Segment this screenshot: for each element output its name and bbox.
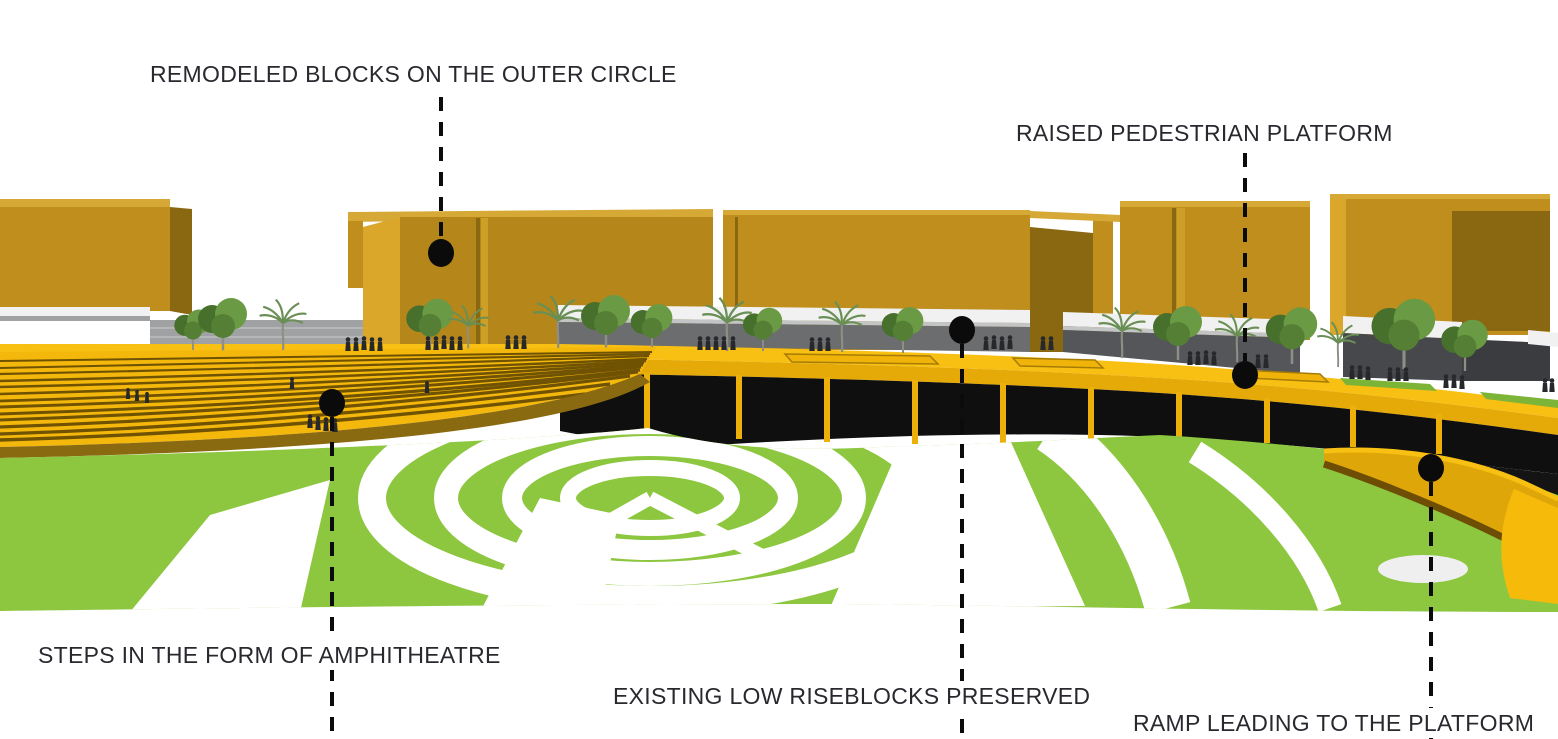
- lawn: [0, 428, 1558, 612]
- platform-undercroft: [560, 373, 1558, 474]
- remodeled-blocks-buildings: [0, 194, 1550, 352]
- leader-line-amphitheatre-steps: [330, 417, 334, 739]
- annotation-label: RAISED PEDESTRIAN PLATFORM: [1016, 120, 1393, 146]
- annotation-remodeled-blocks: REMODELED BLOCKS ON THE OUTER CIRCLE: [145, 59, 682, 90]
- annotation-ramp: RAMP LEADING TO THE PLATFORM: [1128, 708, 1540, 739]
- marker-dot-amphitheatre-steps: [319, 389, 345, 417]
- annotation-label: REMODELED BLOCKS ON THE OUTER CIRCLE: [150, 61, 677, 87]
- lawn-paths: [130, 428, 1468, 612]
- annotation-label: STEPS IN THE FORM OF AMPHITHEATRE: [38, 642, 501, 668]
- leader-line-raised-platform: [1243, 153, 1247, 361]
- marker-dot-low-riseblocks: [949, 316, 975, 344]
- annotation-label: RAMP LEADING TO THE PLATFORM: [1133, 710, 1535, 736]
- leader-line-low-riseblocks: [960, 344, 964, 739]
- annotation-raised-platform: RAISED PEDESTRIAN PLATFORM: [1011, 118, 1398, 149]
- marker-dot-raised-platform: [1232, 361, 1258, 389]
- leader-line-remodeled-blocks: [439, 97, 443, 239]
- annotation-label: EXISTING LOW RISEBLOCKS PRESERVED: [613, 683, 1091, 709]
- annotation-low-riseblocks: EXISTING LOW RISEBLOCKS PRESERVED: [608, 681, 1096, 712]
- marker-dot-remodeled-blocks: [428, 239, 454, 267]
- leader-line-ramp: [1429, 482, 1433, 739]
- annotation-amphitheatre-steps: STEPS IN THE FORM OF AMPHITHEATRE: [33, 640, 506, 671]
- marker-dot-ramp: [1418, 454, 1444, 482]
